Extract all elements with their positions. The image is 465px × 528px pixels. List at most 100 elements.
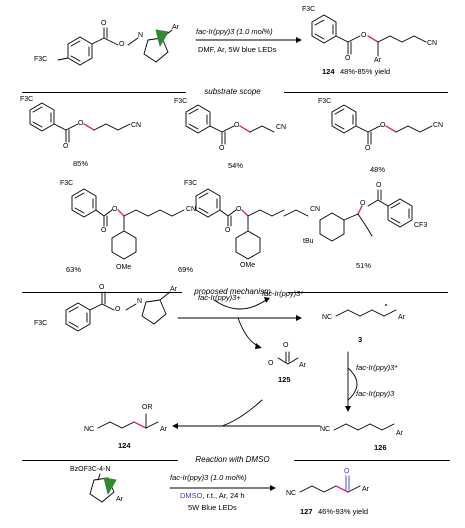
section-scope-label: substrate scope — [204, 87, 261, 96]
scope-2-3-o: O — [360, 200, 366, 207]
dmso-sm-label: BzOF3C-4-N — [70, 466, 111, 473]
dmso-leds: 5W Blue LEDs — [188, 503, 237, 512]
scope-1-2-cn: CN — [276, 124, 287, 131]
top-product-carbonyl-o: O — [345, 55, 351, 62]
scope-2-3-tbu: tBu — [303, 238, 314, 245]
scope-2-2-o: O — [236, 206, 242, 213]
scope-2-1-carbonyl: O — [101, 227, 107, 234]
scope-2-2-ome: OMe — [240, 262, 256, 269]
top-conditions: DMF, Ar, 5W blue LEDs — [198, 45, 277, 54]
scope-1-3-carbonyl: O — [365, 145, 371, 152]
mech-carboxylate-ominus: O — [268, 360, 274, 367]
scope-2-1-cn: CN — [186, 206, 197, 213]
dmso-conditions: DMSO, r.t., Ar, 24 h — [180, 492, 245, 500]
dmso-sm-ar: Ar — [116, 496, 123, 503]
mech-product-or: OR — [142, 404, 153, 411]
dmso-product-ar: Ar — [362, 486, 369, 493]
mech-curve-ir — [213, 299, 267, 310]
mech-radical-ar: Ar — [398, 314, 405, 321]
top-product-ar: Ar — [374, 57, 381, 64]
section-header-scope: substrate scope — [0, 86, 465, 98]
mech-carboxylate-label: 125 — [278, 375, 291, 384]
dmso-catalyst: fac-Ir(ppy)3 (1.0 mol%) — [170, 473, 247, 482]
dmso-product-label: 127 — [300, 507, 313, 516]
mech-product-ar: Ar — [160, 426, 167, 433]
scope-2-3-yield: 51% — [356, 261, 372, 270]
mech-product-label: 124 — [118, 441, 131, 450]
dmso-sm — [89, 473, 117, 503]
mech-sm-carbonyl: O — [99, 284, 105, 291]
top-product-number: 124 — [322, 67, 335, 76]
mech-curve-ir2 — [347, 367, 358, 401]
scope-2-3-carbonyl: O — [376, 182, 382, 189]
mech-sm-n: N — [137, 298, 143, 305]
scope-1-3-cn: CN — [433, 122, 444, 129]
scope-2-1-cf3: F3C — [60, 180, 74, 187]
mech-ir-iii-star2: fac-Ir(ppy)3* — [356, 363, 398, 372]
mech-product-nc: NC — [84, 426, 95, 433]
top-reactant-ar: Ar — [172, 24, 179, 31]
scope-1-3-o: O — [380, 122, 386, 129]
scope-2-2-cn: CN — [310, 206, 321, 213]
top-product-o: O — [361, 32, 367, 39]
scope-2-1-ome: OMe — [116, 264, 132, 271]
dmso-word: DMSO — [180, 491, 203, 500]
mech-ir-iii-star: fac-Ir(ppy)3* — [262, 289, 304, 298]
mech-cation-label: 126 — [374, 443, 387, 452]
scope-2-2-cf3: F3C — [184, 180, 198, 187]
top-reactant-carbonyl-o: O — [101, 20, 107, 27]
scope-1-2-carbonyl: O — [219, 145, 225, 152]
mech-carboxylate-ar: Ar — [299, 362, 306, 369]
top-product-yield: 48%-85% yield — [340, 67, 391, 76]
scope-2-1-o: O — [112, 206, 118, 213]
mech-sm-cf3: F3C — [34, 320, 48, 327]
scope-2-3-cf3: CF3 — [414, 222, 428, 229]
scope-2-1 — [71, 188, 185, 260]
mech-radical-nc: NC — [322, 314, 333, 321]
section-mechanism-label: proposed mechanism — [194, 287, 271, 296]
dmso-product-nc: NC — [286, 490, 297, 497]
mech-carboxylate-o: O — [283, 342, 289, 349]
scope-1-1-carbonyl: O — [63, 143, 69, 150]
scope-1-2-cf3: F3C — [174, 98, 188, 105]
scope-1-2-o: O — [234, 122, 240, 129]
scope-1-1-o: O — [78, 120, 84, 127]
scope-1-1 — [29, 102, 131, 143]
section-header-dmso: Reaction with DMSO — [0, 454, 465, 466]
dmso-product-o: O — [344, 468, 350, 475]
mech-sm — [65, 291, 171, 332]
scope-1-2-yield: 54% — [228, 161, 244, 170]
mech-ir-iii: fac-Ir(ppy)3 — [356, 389, 395, 398]
section-dmso-label: Reaction with DMSO — [195, 455, 270, 464]
mech-ir-iv: fac-Ir(ppy)3+ — [198, 293, 241, 302]
dmso-conditions-rest: , r.t., Ar, 24 h — [202, 491, 245, 500]
scope-1-3-yield: 48% — [370, 165, 386, 174]
top-catalyst: fac-Ir(ppy)3 (1.0 mol%) — [196, 27, 273, 36]
scope-1-1-yield: 85% — [73, 159, 89, 168]
scope-1-1-cf3: F3C — [20, 96, 34, 103]
top-product-cn: CN — [427, 40, 438, 47]
mech-curve-carboxylate — [237, 317, 259, 347]
top-reactant — [57, 27, 173, 66]
mech-cation-nc: NC — [320, 426, 331, 433]
mech-radical — [335, 304, 397, 317]
mech-cation — [333, 423, 395, 431]
scope-1-3-cf3: F3C — [318, 98, 332, 105]
dmso-product-yield: 46%-93% yield — [318, 507, 369, 516]
mech-radical-label: 3 — [358, 335, 363, 344]
scope-1-1-cn: CN — [131, 122, 142, 129]
mech-carboxylate — [277, 351, 299, 365]
mech-sm-o: O — [115, 306, 121, 313]
top-reactant-n: N — [138, 32, 144, 39]
scope-2-3 — [319, 189, 413, 242]
mech-cation-ar: Ar — [396, 430, 403, 437]
scope-2-2 — [195, 188, 309, 260]
scope-1-3 — [331, 104, 433, 145]
top-reactant-o: O — [119, 41, 125, 48]
scope-2-2-carbonyl: O — [225, 227, 231, 234]
scope-1-2 — [185, 104, 275, 145]
mech-sm-ar: Ar — [170, 286, 177, 293]
dmso-product — [299, 475, 361, 493]
scope-2-2-yield: 69% — [178, 265, 194, 274]
